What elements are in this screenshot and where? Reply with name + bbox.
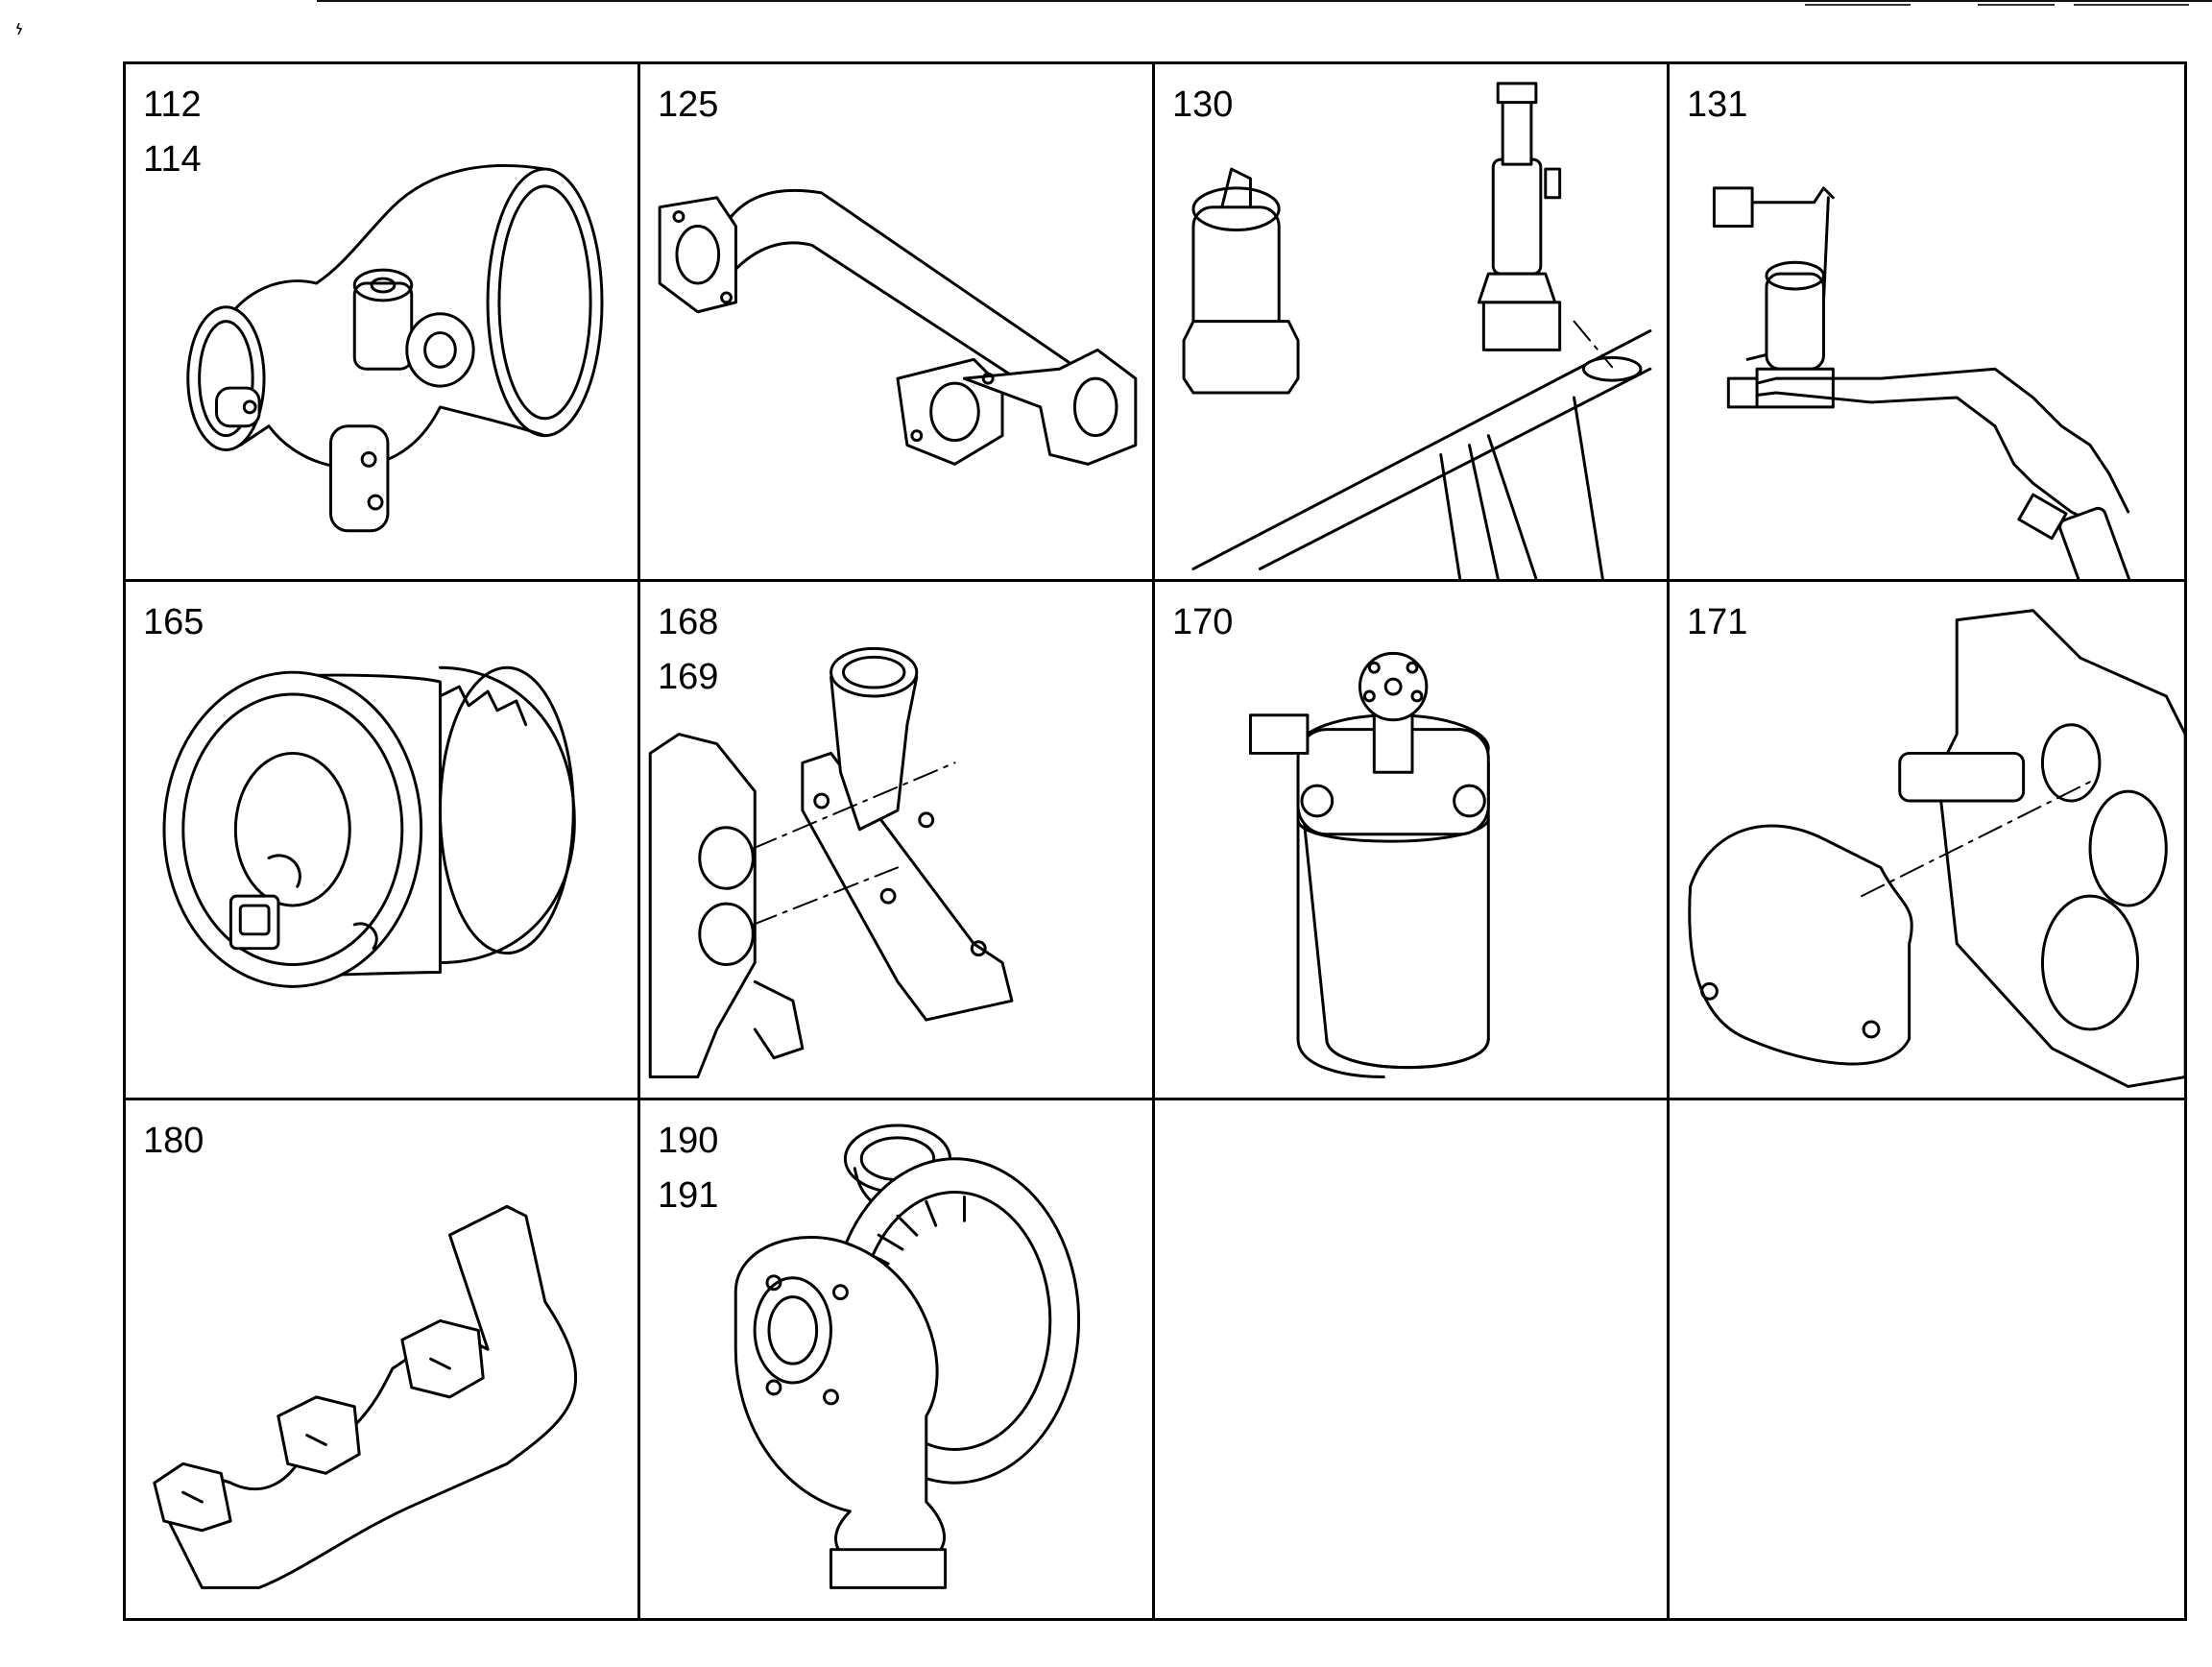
part-numbers: 125 xyxy=(658,78,718,133)
part-numbers: 165 xyxy=(143,595,204,650)
part-cell-112[interactable]: 112 114 xyxy=(126,64,640,583)
part-cell-168[interactable]: 168 169 xyxy=(640,582,1155,1100)
fuel-line-solenoid-icon xyxy=(1712,186,2131,580)
parts-grid: 112 114 125 xyxy=(123,61,2187,1621)
turbocharger-icon xyxy=(733,1123,1081,1589)
part-cell-170[interactable]: 170 xyxy=(1155,582,1670,1100)
part-cell-180[interactable]: 180 xyxy=(126,1099,640,1618)
part-cell-empty xyxy=(1155,1099,1670,1618)
water-pump-pulley-icon xyxy=(162,666,576,989)
air-intake-elbow-icon xyxy=(186,164,604,533)
part-number: 130 xyxy=(1172,85,1234,125)
scan-speck xyxy=(15,23,23,35)
part-number: 114 xyxy=(143,139,202,180)
part-cell-130[interactable]: 130 xyxy=(1155,64,1670,583)
fuel-filter-icon xyxy=(1248,652,1490,1079)
part-cell-125[interactable]: 125 xyxy=(640,64,1155,583)
top-dash xyxy=(1978,4,2055,6)
part-number: 165 xyxy=(143,602,204,643)
glow-plug-solenoid-icon xyxy=(1182,82,1652,580)
part-numbers: 190 191 xyxy=(658,1114,718,1223)
part-number: 191 xyxy=(658,1174,719,1216)
part-cell-165[interactable]: 165 xyxy=(126,582,640,1100)
part-number: 190 xyxy=(658,1120,719,1161)
part-number: 168 xyxy=(658,602,719,643)
part-number: 125 xyxy=(658,85,719,125)
part-numbers: 170 xyxy=(1172,595,1233,650)
part-cell-190[interactable]: 190 191 xyxy=(640,1099,1155,1618)
part-cell-empty xyxy=(1670,1100,2184,1618)
part-number: 170 xyxy=(1172,602,1234,643)
top-rule xyxy=(317,0,2212,2)
part-numbers: 171 xyxy=(1687,595,1747,650)
part-cell-171[interactable]: 171 xyxy=(1670,582,2184,1100)
thermostat-housing-icon xyxy=(648,647,1014,1079)
part-numbers: 130 xyxy=(1172,78,1233,133)
part-numbers: 131 xyxy=(1687,78,1747,133)
timing-cover-icon xyxy=(1688,609,2184,1089)
part-cell-131[interactable]: 131 xyxy=(1670,64,2184,583)
part-numbers: 112 114 xyxy=(143,78,202,187)
part-numbers: 180 xyxy=(143,1114,204,1169)
exhaust-manifold-icon xyxy=(153,1204,578,1589)
part-number: 112 xyxy=(143,85,202,125)
part-number: 180 xyxy=(143,1120,204,1161)
part-number: 171 xyxy=(1687,602,1748,643)
part-number: 131 xyxy=(1687,85,1748,125)
part-number: 169 xyxy=(658,657,719,698)
exhaust-pipe-icon xyxy=(658,188,1138,466)
part-numbers: 168 169 xyxy=(658,595,718,705)
top-dash xyxy=(2074,4,2189,6)
top-dash xyxy=(1805,4,1911,6)
